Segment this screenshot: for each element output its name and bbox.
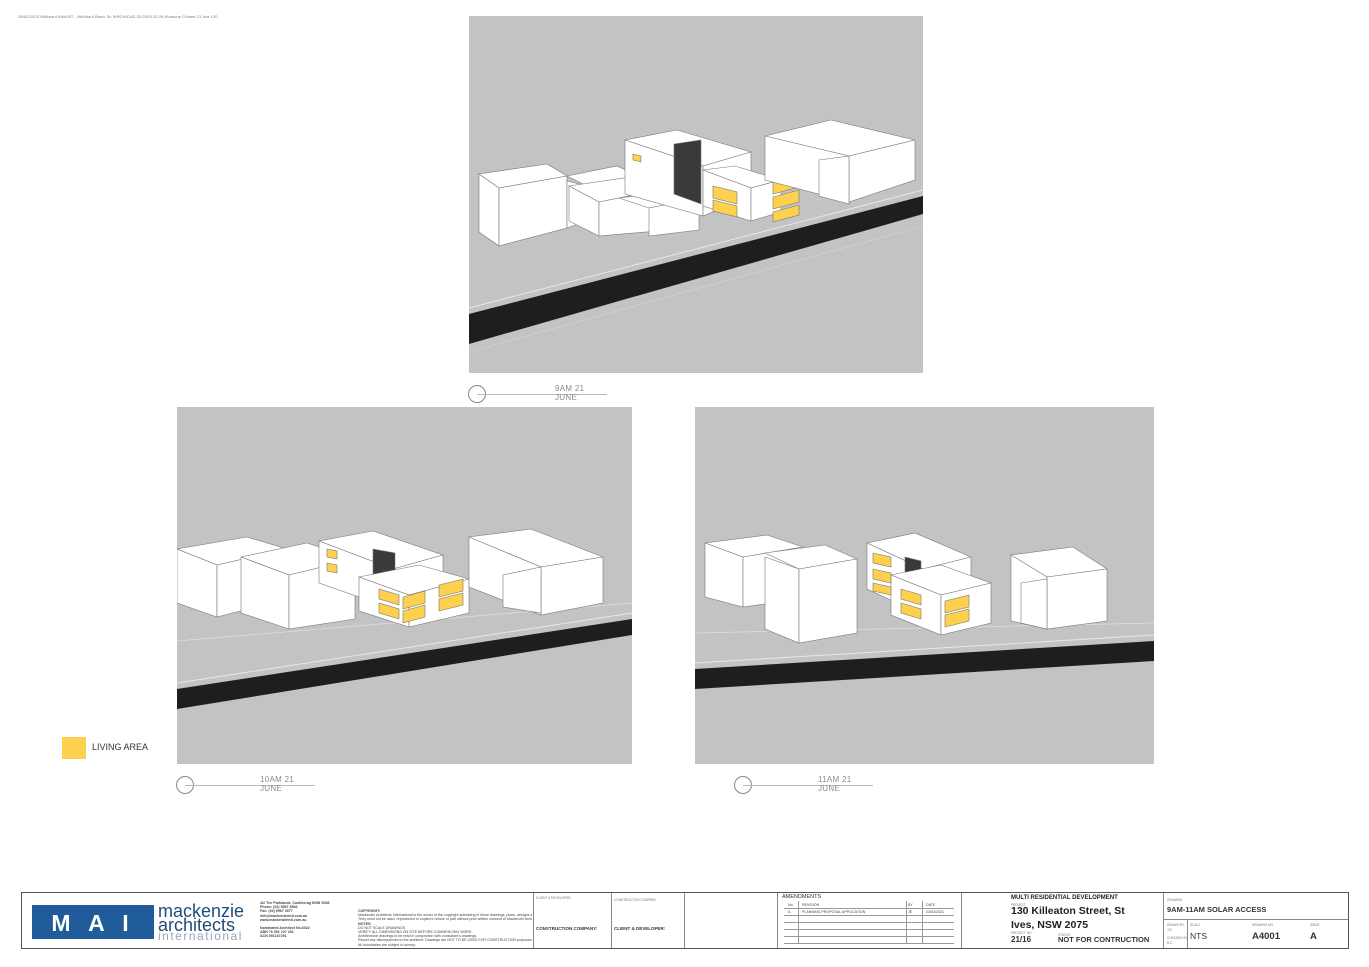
- construction-label: CONSTRUCTION COMPANY: [614, 898, 657, 902]
- status-value: NOT FOR CONTRUCTION: [1058, 935, 1150, 944]
- amendments-cell: AMENDMENTS No. REVISION BY DATE A PLANNI…: [778, 893, 962, 948]
- building-right-11am: [1010, 546, 1108, 630]
- drawing-no-label: DRAWING NO: [1252, 923, 1273, 927]
- project-no: 21/16: [1011, 935, 1032, 944]
- company-logo: M A I: [32, 905, 154, 939]
- view-11am: [695, 407, 1154, 764]
- view-label-10am: 10AM 21 JUNE: [176, 775, 316, 795]
- building-main-10am: [317, 530, 471, 628]
- view-9am: [469, 16, 923, 373]
- project-label: PROJECT: [1011, 903, 1026, 907]
- logo-letters: M A I: [51, 910, 135, 936]
- view-11am-drawing: [695, 532, 1154, 689]
- file-path: 28/02/2023 9MAbout 9AM-BT - 9MAbout Basi…: [18, 14, 218, 19]
- client-cell: CLIENT & DEVELOPER CONSTRUCTION COMPANY:: [534, 893, 612, 948]
- notes-text: COPYRIGHT: Mackenzie Architects Internat…: [358, 909, 532, 947]
- view-title-10am: 10AM 21 JUNE: [260, 775, 295, 793]
- client-label: CLIENT & DEVELOPER: [536, 896, 571, 900]
- building-main-9am: [623, 129, 800, 223]
- view-label-9am: 9AM 21 JUNE: [468, 384, 608, 404]
- construction-value: CLIENT & DEVELOPER:: [614, 926, 666, 931]
- legend-label: LIVING AREA: [92, 742, 149, 752]
- project-cell: [962, 893, 1012, 948]
- building-main-11am: [866, 532, 993, 636]
- building-left-11am: [704, 534, 859, 644]
- drawn-value: J.E.: [1167, 928, 1173, 932]
- blank-cell: [685, 893, 778, 948]
- project-no-label: PROJECT NO: [1011, 931, 1032, 935]
- legend-swatch-living-area: [62, 737, 86, 759]
- issue-label: ISSUE: [1310, 923, 1320, 927]
- issue-value: A: [1310, 931, 1317, 942]
- view-label-11am: 11AM 21 JUNE: [734, 775, 874, 795]
- client-value: CONSTRUCTION COMPANY:: [536, 926, 598, 931]
- company-address: 4/2 The Parklands, Castlecrag NSW 2068 P…: [260, 901, 330, 939]
- project-type: MULTI RESIDENTIAL DEVELOPMENT: [1011, 895, 1118, 901]
- building-right-9am: [764, 119, 916, 205]
- view-title-9am: 9AM 21 JUNE: [555, 384, 585, 402]
- drawing-no: A4001: [1252, 931, 1280, 942]
- status-label: STATUS: [1058, 933, 1071, 937]
- road-9am: [469, 196, 923, 344]
- view-10am-drawing: [177, 528, 632, 709]
- view-9am-drawing: [469, 119, 923, 353]
- drawing-label: DRAWING: [1167, 898, 1183, 902]
- view-10am: [177, 407, 632, 764]
- logo-name: mackenzie architects: [158, 901, 245, 935]
- title-block-logo-cell: M A I mackenzie architects international: [22, 893, 260, 948]
- scale-value: NTS: [1190, 931, 1207, 941]
- drawn-label: DRAWN BY: [1167, 923, 1185, 927]
- checked-value: B.C.: [1167, 941, 1174, 945]
- company-address-cell: 4/2 The Parklands, Castlecrag NSW 2068 P…: [260, 893, 356, 948]
- project-address-1: 130 Killeaton Street, St: [1011, 905, 1125, 917]
- building-right-10am: [467, 528, 605, 616]
- road-11am: [695, 641, 1154, 689]
- notes-cell: COPYRIGHT: Mackenzie Architects Internat…: [356, 893, 534, 948]
- amendments-title: AMENDMENTS: [782, 894, 822, 900]
- view-title-11am: 11AM 21 JUNE: [818, 775, 852, 793]
- checked-label: CHECKED BY: [1167, 936, 1188, 940]
- construction-cell: CONSTRUCTION COMPANY CLIENT & DEVELOPER:: [612, 893, 685, 948]
- scale-label: SCALE: [1190, 923, 1201, 927]
- amendments-header: No. REVISION BY DATE: [784, 901, 954, 909]
- amendment-row: A PLANNING PROPOSAL APPLICATION JE 23/02…: [784, 908, 954, 916]
- drawing-title: 9AM-11AM SOLAR ACCESS: [1167, 905, 1267, 914]
- logo-subtitle: international: [158, 929, 243, 943]
- project-info-cell: MULTI RESIDENTIAL DEVELOPMENT PROJECT 13…: [1008, 893, 1164, 948]
- road-10am: [177, 619, 632, 709]
- title-block: M A I mackenzie architects international…: [21, 892, 1349, 949]
- project-address-2: Ives, NSW 2075: [1011, 919, 1089, 931]
- drawing-cell: DRAWING 9AM-11AM SOLAR ACCESS DRAWN BY J…: [1164, 893, 1348, 948]
